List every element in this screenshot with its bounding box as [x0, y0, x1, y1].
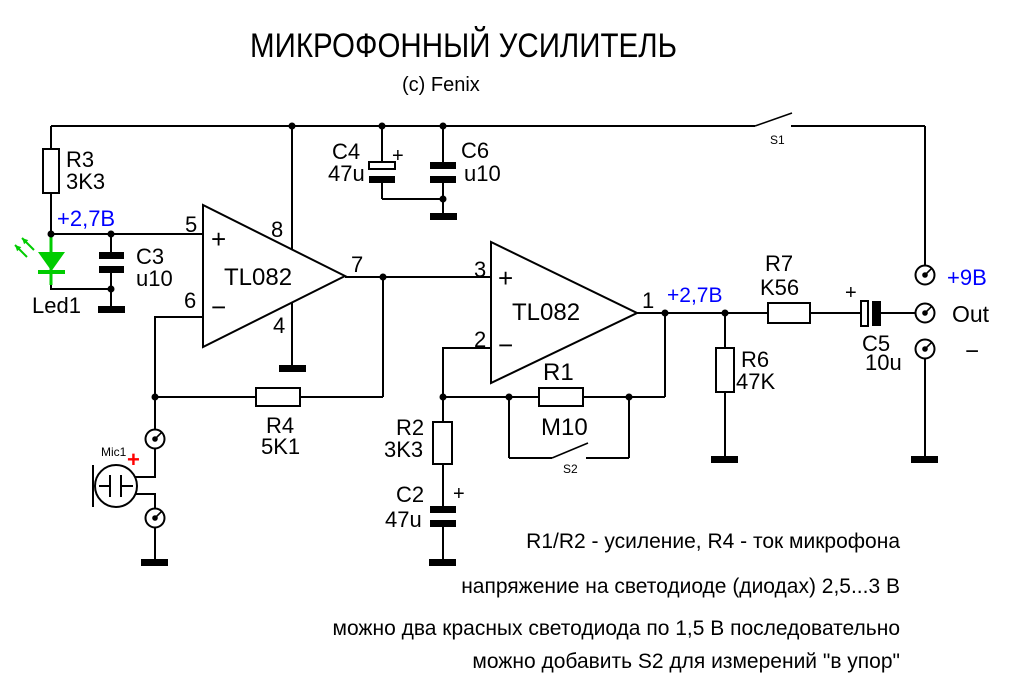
c5-capacitor: C5 10u + — [845, 282, 902, 375]
note-line-4: можно добавить S2 для измерений "в упор" — [472, 650, 900, 673]
opamp-a-pin8: 8 — [271, 217, 283, 242]
opamp-b-minus-icon: − — [498, 330, 513, 360]
connector-pins — [144, 264, 936, 529]
opamp-b-pin3: 3 — [474, 257, 486, 282]
r7-resistor: R7 K56 — [760, 251, 811, 324]
opamp-a-part: TL082 — [224, 264, 292, 291]
c4-polarity-plus: + — [392, 145, 404, 167]
r6-ref: R6 — [741, 347, 769, 372]
s2-switch: S2 — [551, 442, 589, 476]
output-terminal — [914, 302, 936, 324]
c2-polarity-plus: + — [453, 483, 465, 505]
note-line-3: можно два красных светодиода по 1,5 В по… — [333, 617, 900, 640]
s1-label: S1 — [770, 133, 785, 147]
mic1-microphone: Mic1 + — [92, 445, 140, 508]
r2-value: 3K3 — [384, 437, 423, 462]
c3-ref: C3 — [136, 244, 164, 269]
r1-ref: R1 — [543, 359, 574, 386]
mic-bottom-terminal — [144, 507, 166, 529]
wires — [50, 125, 926, 559]
output-label: Out — [952, 301, 990, 327]
c6-ref: C6 — [461, 138, 489, 163]
r3-ref: R3 — [66, 147, 94, 172]
c3-value: u10 — [136, 266, 173, 291]
opamp-b-part: TL082 — [512, 299, 580, 326]
mic1-ref: Mic1 — [101, 445, 127, 459]
r3-value: 3K3 — [66, 169, 105, 194]
note-line-1: R1/R2 - усиление, R4 - ток микрофона — [526, 530, 900, 553]
c5-ref: C5 — [862, 331, 890, 356]
r3-resistor: R3 3K3 — [42, 147, 105, 194]
notes: R1/R2 - усиление, R4 - ток микрофона нап… — [333, 530, 901, 673]
led1-diode-icon — [38, 252, 65, 271]
output-voltage-label: +2,7В — [667, 284, 722, 307]
note-line-2: напряжение на светодиоде (диодах) 2,5...… — [461, 575, 900, 598]
opamp-a-pin4: 4 — [273, 313, 285, 338]
r6-value: 47K — [736, 369, 775, 394]
credit-line: (c) Fenix — [402, 74, 480, 96]
led1-ref: Led1 — [32, 293, 81, 318]
r1-value: M10 — [541, 414, 588, 441]
opamp-b-plus-icon: + — [498, 263, 513, 293]
opamp-a-pin5: 5 — [185, 212, 197, 237]
c4-ref: C4 — [332, 139, 360, 164]
opamp-b-pin2: 2 — [474, 327, 486, 352]
c3-capacitor: C3 u10 — [99, 244, 173, 291]
r4-value: 5K1 — [261, 434, 300, 459]
c2-capacitor: C2 47u + — [385, 482, 465, 532]
junction-dots — [47, 122, 729, 401]
supply-terminal — [914, 264, 936, 286]
opamp-a-minus-icon: − — [211, 292, 226, 322]
supply-voltage-label: +9В — [947, 265, 987, 290]
r4-ref: R4 — [266, 413, 294, 438]
mic-top-terminal — [144, 428, 166, 450]
output-minus-label: − — [965, 338, 979, 365]
c4-capacitor: C4 47u + — [328, 139, 404, 186]
r6-resistor: R6 47K — [715, 347, 775, 394]
opamp-b: TL082 + − 3 2 1 — [474, 240, 654, 385]
s2-label: S2 — [563, 462, 578, 476]
opamp-a-plus-icon: + — [211, 224, 226, 254]
c2-value: 47u — [385, 507, 422, 532]
ground-terminal — [914, 338, 936, 360]
opamp-a: TL082 + − 5 6 8 4 7 — [184, 203, 363, 349]
opamp-a-pin7: 7 — [351, 252, 363, 277]
c6-capacitor: C6 u10 — [430, 138, 501, 186]
r2-resistor: R2 3K3 — [384, 415, 453, 465]
bias-voltage-label: +2,7В — [57, 206, 115, 231]
led1-led: Led1 — [14, 236, 81, 318]
opamp-a-pin6: 6 — [184, 288, 196, 313]
r7-ref: R7 — [765, 251, 793, 276]
r2-ref: R2 — [396, 415, 424, 440]
r4-resistor: R4 5K1 — [255, 387, 301, 459]
opamp-a-triangle — [202, 203, 348, 349]
opamp-b-triangle — [490, 240, 640, 385]
r1-resistor: R1 M10 — [538, 359, 588, 441]
s1-switch: S1 — [754, 112, 793, 147]
ground-symbols — [98, 213, 938, 566]
r7-value: K56 — [760, 275, 799, 300]
c6-value: u10 — [464, 161, 501, 186]
c5-polarity-plus: + — [845, 282, 857, 304]
c4-value: 47u — [328, 161, 365, 186]
mic1-polarity-plus: + — [127, 447, 140, 472]
page-title: МИКРОФОННЫЙ УСИЛИТЕЛЬ — [250, 27, 677, 65]
c2-ref: C2 — [396, 482, 424, 507]
opamp-b-pin1: 1 — [642, 288, 654, 313]
c5-value: 10u — [865, 350, 902, 375]
